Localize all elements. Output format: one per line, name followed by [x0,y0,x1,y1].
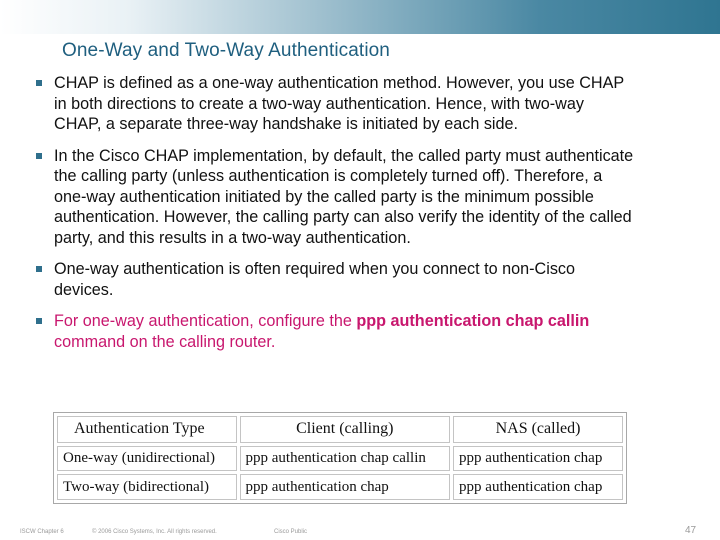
footer-copyright: © 2006 Cisco Systems, Inc. All rights re… [92,529,217,535]
bullet-text: One-way authentication is often required… [54,260,576,299]
table-cell: ppp authentication chap [239,474,451,500]
table-cell: ppp authentication chap callin [239,445,451,472]
square-bullet-icon [36,152,42,159]
slide-title: One-Way and Two-Way Authentication [62,40,390,61]
bullet-text: In the Cisco CHAP implementation, by def… [54,146,634,247]
bullet-item: In the Cisco CHAP implementation, by def… [35,146,635,249]
table-cell: One-way (unidirectional) [57,445,237,472]
square-bullet-icon [36,266,42,272]
bullet-text-pre: For one-way authentication, configure th… [54,312,357,330]
bullet-item: One-way authentication is often required… [35,259,635,300]
bullet-item-highlight: For one-way authentication, configure th… [35,311,635,352]
table-cell: Two-way (bidirectional) [57,474,237,500]
square-bullet-icon [36,80,42,86]
table-cell: ppp authentication chap [453,474,623,500]
table-row: One-way (unidirectional) ppp authenticat… [57,445,623,472]
table-header-cell: NAS (called) [453,416,623,443]
bullet-list: CHAP is defined as a one-way authenticat… [35,73,635,363]
table-cell: ppp authentication chap [453,445,623,472]
bullet-item: CHAP is defined as a one-way authenticat… [35,73,635,135]
table-row: Two-way (bidirectional) ppp authenticati… [57,474,623,500]
square-bullet-icon [36,318,42,324]
header-banner [0,0,720,34]
footer-classification: Cisco Public [274,529,308,535]
auth-table: Authentication Type Client (calling) NAS… [53,412,627,504]
command-text: ppp authentication chap callin [356,312,590,330]
bullet-text: CHAP is defined as a one-way authenticat… [54,74,624,133]
footer-course: ISCW Chapter 6 [20,529,64,535]
page-number: 47 [685,525,697,536]
bullet-text-post: command on the calling router. [54,332,276,351]
table-header-row: Authentication Type Client (calling) NAS… [57,416,623,443]
table-header-cell: Client (calling) [239,416,451,443]
table-header-cell: Authentication Type [57,416,237,443]
